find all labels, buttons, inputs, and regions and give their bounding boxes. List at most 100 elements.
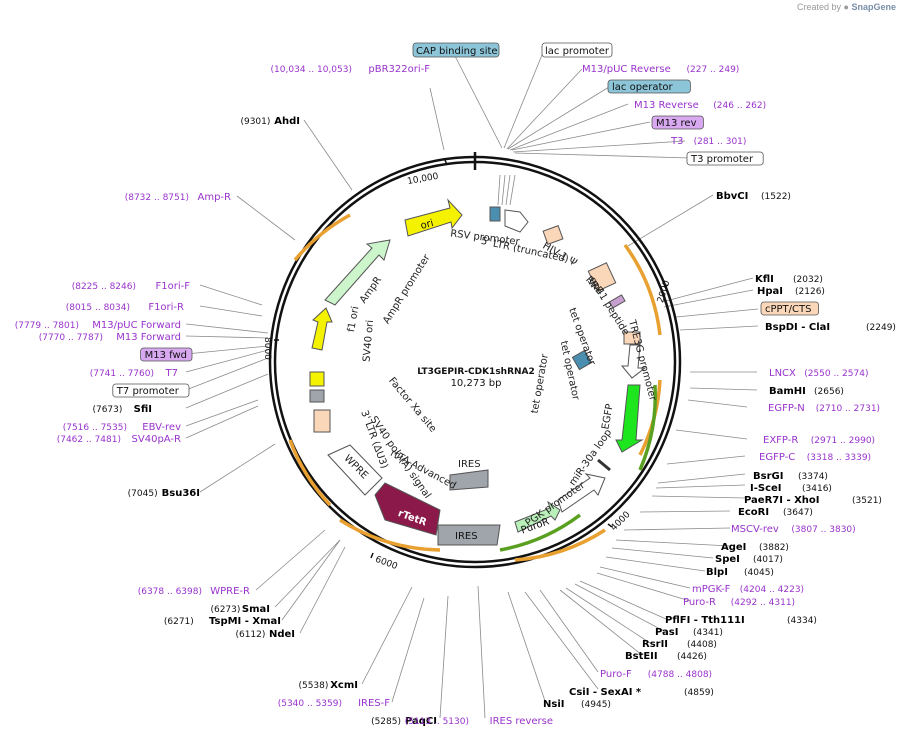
feature-tetop-shape <box>571 349 593 371</box>
kfli-label: KflI <box>755 274 774 285</box>
paer7i-xhoi-label: PaeR7I - XhoI <box>744 495 820 506</box>
mscv-rev-range: (3807 .. 3830) <box>791 525 855 535</box>
primer-arcs <box>288 213 662 562</box>
bsu36i-label: Bsu36I <box>162 488 200 499</box>
bbvci-range: (1522) <box>761 192 791 202</box>
arc-orange-left <box>288 439 332 507</box>
ndei-range: (6112) <box>235 630 265 640</box>
egfp-c-range: (3318 .. 3339) <box>807 453 871 463</box>
t7-promoter-box <box>112 383 190 398</box>
inner-label-ampr: AmpR <box>358 275 384 306</box>
t7-promoter-label: T7 promoter <box>116 386 180 397</box>
leader-lines <box>185 49 759 719</box>
arc-orange-ltr <box>293 213 351 262</box>
feature-ires-shape <box>437 524 501 546</box>
ahdi-label: AhdI <box>274 116 300 127</box>
feature-cppt-shape <box>623 331 641 345</box>
hpai-range: (2126) <box>795 287 825 297</box>
feature-5ltr-shape <box>504 209 529 233</box>
feature-tre3g-shape <box>620 344 647 379</box>
rsrii-range: (4408) <box>687 640 717 650</box>
feature-sv40pa-shape <box>309 389 325 403</box>
lac-operator-label: lac operator <box>612 82 673 93</box>
hpai-label: HpaI <box>757 286 783 297</box>
pbr322ori-f-range: (10,034 .. 10,053) <box>271 65 352 75</box>
cppt-cts-box <box>760 301 819 316</box>
smai-label: SmaI <box>242 604 270 615</box>
t7-label: T7 <box>165 368 178 379</box>
feature-3ltr-shape <box>313 409 331 433</box>
paqci-range: (5285) <box>371 717 401 727</box>
feature-label-ori: ori <box>419 218 434 232</box>
inner-label-tetop3: tet operator <box>530 352 551 414</box>
feature-label-ires: IRES <box>455 531 478 542</box>
ecori-range: (3647) <box>783 508 813 518</box>
mpgk-f-range: (4204 .. 4223) <box>740 585 804 595</box>
left-labels: pBR322ori-F(10,034 .. 10,053)(9301)AhdIA… <box>15 64 553 727</box>
pasi-label: PasI <box>655 627 678 638</box>
arc-green-puro <box>499 513 582 552</box>
m13-puc-reverse-label: M13/pUC Reverse <box>582 64 671 75</box>
bsrgi-label: BsrGI <box>753 471 783 482</box>
cap-binding-box <box>412 42 500 58</box>
mscv-rev-label: MSCV-rev <box>731 524 779 535</box>
features <box>309 198 647 546</box>
puro-f-range: (4788 .. 4808) <box>648 670 712 680</box>
ebv-rev-range: (7516 .. 7535) <box>63 423 127 433</box>
sv40pa-r-range: (7462 .. 7481) <box>57 435 121 445</box>
feature-wpre-shape <box>327 444 383 496</box>
feature-rsv-shape <box>489 206 501 222</box>
feature-hiv-shape <box>542 225 564 245</box>
inner-label-f1ori: f1 ori <box>346 305 361 333</box>
exfp-r-range: (2971 .. 2990) <box>811 436 875 446</box>
m13-rev-label: M13 rev <box>656 118 697 129</box>
t7-range: (7741 .. 7760) <box>90 369 154 379</box>
inner-label-amprpromoter: AmpR promoter <box>381 252 433 326</box>
arc-orange-bottom <box>339 518 441 552</box>
f1ori-r-label: F1ori-R <box>148 302 184 313</box>
bsteii-label: BstEII <box>625 651 658 662</box>
mpgk-f-label: mPGK-F <box>692 584 731 595</box>
csii-sexai-range: (4859) <box>684 688 714 698</box>
bspdi-clai-label: BspDI - ClaI <box>765 322 830 333</box>
amp-r-range: (8732 .. 8751) <box>125 193 189 203</box>
f1ori-f-range: (8225 .. 8246) <box>72 282 136 292</box>
arc-orange-bottom-right <box>514 528 606 562</box>
agei-range: (3882) <box>759 543 789 553</box>
bsrgi-range: (3374) <box>798 472 828 482</box>
smai-range: (6273) <box>210 605 240 615</box>
pflfi-tth111i-range: (4334) <box>787 616 817 626</box>
f1ori-r-range: (8015 .. 8034) <box>66 303 130 313</box>
m13-puc-reverse-range: (227 .. 249) <box>687 65 740 75</box>
pasi-range: (4341) <box>693 628 723 638</box>
feature-ampr-shape <box>324 239 391 306</box>
bamhi-range: (2656) <box>814 387 844 397</box>
wpre-r-range: (6378 .. 6398) <box>138 587 202 597</box>
xcmi-range: (5538) <box>298 681 328 691</box>
bamhi-label: BamHI <box>769 386 806 397</box>
feature-gp41-shape <box>608 294 626 309</box>
tick-label-10000: 10,000 <box>407 172 440 187</box>
exfp-r-label: EXFP-R <box>763 435 798 446</box>
lac-promoter-box <box>541 42 613 58</box>
rsrii-label: RsrII <box>642 639 668 650</box>
pbr322ori-f-label: pBR322ori-F <box>368 64 430 75</box>
pflfi-tth111i-label: PflFI - Tth111I <box>665 615 745 626</box>
cppt-cts-label: cPPT/CTS <box>765 304 811 315</box>
egfp-n-range: (2710 .. 2731) <box>816 404 880 414</box>
spei-label: SpeI <box>715 554 740 565</box>
m13-rev-box <box>651 115 704 130</box>
feature-ires-inner-shape <box>449 469 489 491</box>
feature-rtetr-shape <box>374 482 441 536</box>
wpre-r-label: WPRE-R <box>210 586 250 597</box>
feature-egfp-shape <box>615 384 644 453</box>
m13-forward-range: (7770 .. 7787) <box>39 333 103 343</box>
bspdi-clai-range: (2249) <box>866 323 896 333</box>
feature-puror-shape <box>514 500 561 533</box>
right-labels: M13/pUC Reverse (227 .. 249) lac operatorM… <box>543 64 896 710</box>
paer7i-xhoi-range: (3521) <box>852 496 882 506</box>
feature-mir30-shape <box>597 458 611 472</box>
ecori-label: EcoRI <box>738 507 769 518</box>
inner-label-ires-inner: IRES <box>458 459 481 470</box>
